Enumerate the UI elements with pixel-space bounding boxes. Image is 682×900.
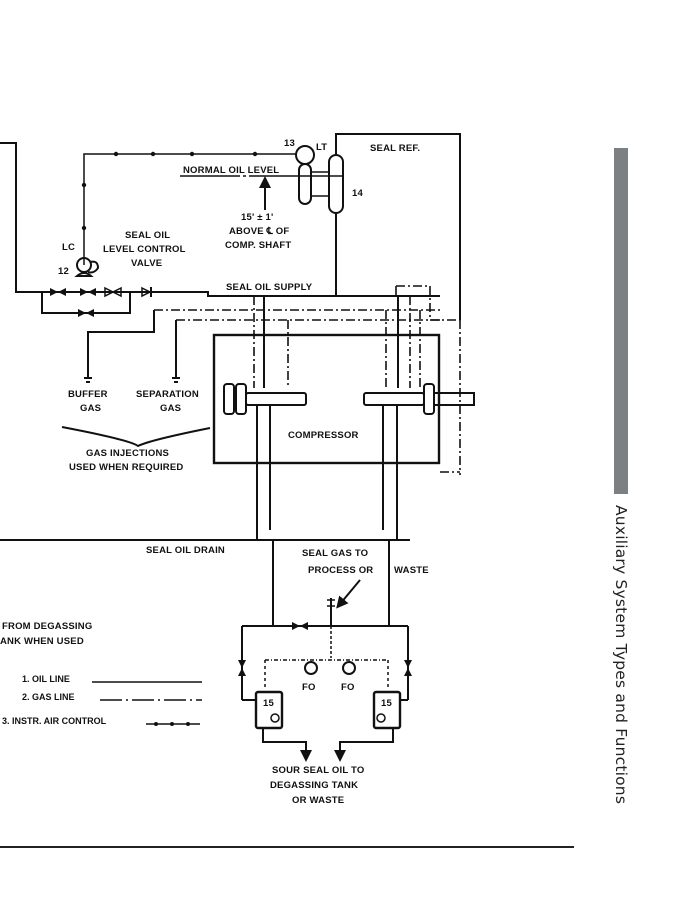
- drain-trap-15-right: 15: [334, 690, 408, 762]
- item-15-right-label: 15: [381, 698, 392, 709]
- level-control-valve-12: LC 12 SEAL OIL LEVEL CONTROL VALVE: [58, 230, 186, 277]
- seal-oil-supply-label: SEAL OIL SUPPLY: [226, 282, 313, 293]
- fo-right-label: FO: [341, 682, 355, 693]
- lc-label: LC: [62, 242, 75, 253]
- oil-return-line-left: [0, 142, 42, 293]
- item-15-left-label: 15: [263, 698, 274, 709]
- seal-oil-drain-line: SEAL OIL DRAIN: [0, 530, 410, 556]
- item-13-label: 13: [284, 138, 295, 149]
- buffer-gas-label-2: GAS: [80, 403, 101, 414]
- separation-gas-label-2: GAS: [160, 403, 181, 414]
- legend-item-instr-air-control: 3. INSTR. AIR CONTROL: [2, 716, 200, 726]
- seal-oil-supply-line: SEAL OIL SUPPLY: [41, 282, 440, 317]
- legend-item-gas-line: 2. GAS LINE: [22, 692, 202, 702]
- line-legend: 1. OIL LINE 2. GAS LINE 3. INSTR. AIR CO…: [2, 674, 202, 726]
- drain-trap-manifold: FO FO: [238, 622, 412, 700]
- gas-injections-label-2: USED WHEN REQUIRED: [69, 462, 183, 473]
- compressor: COMPRESSOR: [212, 285, 475, 530]
- item-12-label: 12: [58, 266, 69, 277]
- sour-oil-label-1: SOUR SEAL OIL TO: [272, 765, 364, 776]
- compressor-label: COMPRESSOR: [288, 430, 359, 441]
- sour-oil-label-2: DEGASSING TANK: [270, 780, 358, 791]
- sour-seal-oil-outlet: SOUR SEAL OIL TO DEGASSING TANK OR WASTE: [270, 765, 364, 806]
- seal-ref-label: SEAL REF.: [370, 143, 420, 154]
- comp-shaft-label: COMP. SHAFT: [225, 240, 291, 251]
- height-spec-label: 15' ± 1': [241, 212, 273, 223]
- level-transmitter-13: 13 LT: [284, 138, 330, 205]
- from-degassing-label-2: ANK WHEN USED: [0, 636, 84, 647]
- seal-gas-label-2: PROCESS OR: [308, 565, 373, 576]
- svg-text:3. INSTR. AIR CONTROL: 3. INSTR. AIR CONTROL: [2, 716, 107, 726]
- svg-text:2. GAS LINE: 2. GAS LINE: [22, 692, 75, 702]
- seal-gas-outlet: SEAL GAS TO PROCESS OR WASTE: [272, 540, 429, 626]
- gas-injection-lines: BUFFER GAS SEPARATION GAS GAS INJECTIONS…: [61, 309, 440, 473]
- buffer-gas-label-1: BUFFER: [68, 389, 108, 400]
- lt-label: LT: [316, 142, 327, 153]
- bottom-rule: [0, 846, 574, 848]
- normal-oil-level-marker: NORMAL OIL LEVEL 15' ± 1' ABOVE ℄ OF COM…: [180, 165, 344, 251]
- valve-label-line2: LEVEL CONTROL: [103, 244, 186, 255]
- fo-left-label: FO: [302, 682, 316, 693]
- seal-reference-chamber-14: 14 SEAL REF.: [328, 133, 461, 475]
- svg-text:1. OIL LINE: 1. OIL LINE: [22, 674, 70, 684]
- drain-trap-15-left: 15: [242, 690, 312, 762]
- legend-item-oil-line: 1. OIL LINE: [22, 674, 202, 684]
- sour-oil-label-3: OR WASTE: [292, 795, 344, 806]
- valve-label-line3: VALVE: [131, 258, 162, 269]
- section-title: Auxiliary System Types and Functions: [612, 505, 630, 805]
- instrument-air-line: [81, 151, 296, 265]
- item-14-label: 14: [352, 188, 363, 199]
- normal-oil-level-label: NORMAL OIL LEVEL: [183, 165, 279, 176]
- section-accent-bar: [614, 148, 628, 494]
- seal-gas-label-3: WASTE: [394, 565, 429, 576]
- separation-gas-label-1: SEPARATION: [136, 389, 199, 400]
- gas-injections-label-1: GAS INJECTIONS: [86, 448, 169, 459]
- seal-oil-drain-label: SEAL OIL DRAIN: [146, 545, 225, 556]
- from-degassing-note: FROM DEGASSING ANK WHEN USED: [0, 621, 92, 647]
- seal-gas-label-1: SEAL GAS TO: [302, 548, 368, 559]
- valve-label-line1: SEAL OIL: [125, 230, 170, 241]
- from-degassing-label-1: FROM DEGASSING: [2, 621, 92, 632]
- above-centerline-label: ABOVE ℄ OF: [229, 226, 289, 237]
